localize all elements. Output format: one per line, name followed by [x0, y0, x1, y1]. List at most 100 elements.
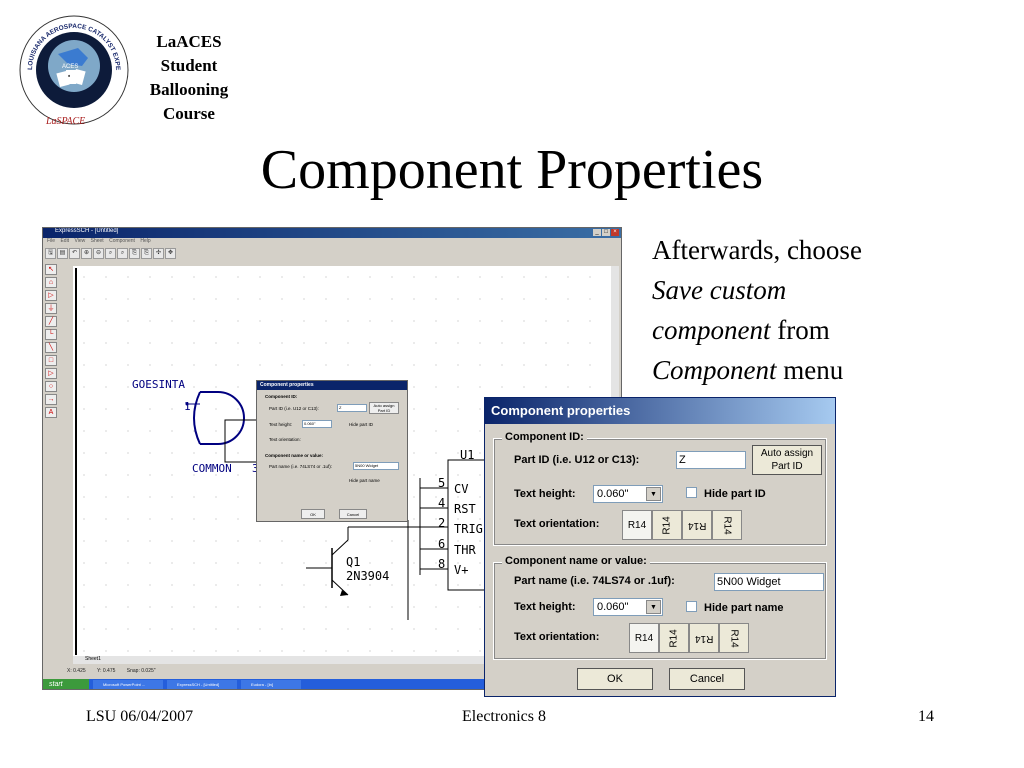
wire-tool-icon[interactable]: └ [45, 329, 57, 340]
text-orientation2-label: Text orientation: [514, 631, 600, 643]
app-menubar: File Edit View Sheet Component Help [43, 238, 621, 247]
component-properties-dialog: Component properties Component ID: Part … [484, 397, 836, 697]
status-y: Y: 0.475 [97, 668, 116, 674]
hide-part-id-checkbox[interactable] [686, 487, 697, 498]
sheet-tab[interactable]: Sheet1 [85, 656, 101, 662]
u1-pin-name-rst: RST [454, 502, 476, 516]
copy-icon[interactable]: ⎘ [129, 248, 140, 259]
task-eudora[interactable]: Eudora - [In] [241, 680, 301, 689]
mini-ok-button[interactable]: OK [301, 509, 325, 519]
text-height2-select[interactable]: 0.060" ▼ [593, 598, 663, 616]
mini-text-height-select[interactable]: 0.060" [302, 420, 332, 428]
menu-view[interactable]: View [74, 238, 86, 244]
select-tool-icon[interactable]: ↖ [45, 264, 57, 275]
orient-90-button[interactable]: R14 [652, 510, 682, 540]
orient2-90-button[interactable]: R14 [659, 623, 689, 653]
mini-cancel-button[interactable]: Cancel [339, 509, 367, 519]
diagonal-tool-icon[interactable]: ╲ [45, 342, 57, 353]
footer-date: LSU 06/04/2007 [86, 708, 194, 725]
instruction-text: Afterwards, choose Save custom component… [652, 230, 982, 390]
paste-icon[interactable]: ⎘ [141, 248, 152, 259]
undo-icon[interactable]: ↶ [69, 248, 80, 259]
hide-part-id-label[interactable]: Hide part ID [704, 488, 766, 500]
zoom-in-icon[interactable]: ⊕ [81, 248, 92, 259]
component-id-group-title: Component ID: [502, 431, 587, 443]
open-icon[interactable]: 🖫 [45, 248, 56, 259]
orient-270-button[interactable]: R14 [712, 510, 742, 540]
mini-part-id-input[interactable]: Z [337, 404, 367, 412]
arrow-tool-icon[interactable]: → [45, 394, 57, 405]
text-tool-icon[interactable]: A [45, 407, 57, 418]
mini-hide-id-label[interactable]: Hide part ID [349, 422, 374, 427]
line-tool-icon[interactable]: ╱ [45, 316, 57, 327]
save-icon[interactable]: ▤ [57, 248, 68, 259]
orient-0-button[interactable]: R14 [622, 510, 652, 540]
zoom-fit-icon[interactable]: ⌕ [117, 248, 128, 259]
rect-tool-icon[interactable]: □ [45, 355, 57, 366]
logo-inner-text: ACES [62, 64, 78, 70]
orient2-270-button[interactable]: R14 [719, 623, 749, 653]
instruction-line-3: component from [652, 315, 830, 345]
text-height2-value: 0.060" [597, 601, 629, 613]
orient2-0-button[interactable]: R14 [629, 623, 659, 653]
orient2-90-label: R14 [668, 628, 680, 648]
maximize-button[interactable]: □ [602, 229, 610, 236]
move-icon[interactable]: ✣ [153, 248, 164, 259]
instruction-line-2: Save custom [652, 275, 787, 305]
mini-hide-name-label[interactable]: Hide part name [349, 478, 380, 483]
mini-part-name-input[interactable]: 5N00 Widget [353, 462, 399, 470]
laspace-logo: ♠ ACES LOUISIANA AEROSPACE CATALYST EXPE… [18, 14, 129, 126]
close-button[interactable]: × [611, 229, 619, 236]
orient-180-label: R14 [687, 519, 707, 531]
minimize-button[interactable]: _ [593, 229, 601, 236]
status-snap[interactable]: Snap: 0.025" [126, 668, 156, 674]
menu-help[interactable]: Help [140, 238, 151, 244]
chevron-down-icon[interactable]: ▼ [646, 487, 661, 501]
circle-tool-icon[interactable]: ○ [45, 381, 57, 392]
ok-button[interactable]: OK [577, 668, 653, 690]
task-expresssch[interactable]: ExpressSCH - [Untitled] [167, 680, 237, 689]
auto-assign-part-id-button[interactable]: Auto assign Part ID [752, 445, 822, 475]
u1-pin-2: 2 [438, 516, 446, 530]
component-id-group: Component ID: Part ID (i.e. U12 or C13):… [493, 431, 827, 546]
mini-auto-assign-button[interactable]: Auto assign Part ID [369, 402, 399, 414]
pan-icon[interactable]: ✥ [165, 248, 176, 259]
menu-edit[interactable]: Edit [60, 238, 70, 244]
text-height-select[interactable]: 0.060" ▼ [593, 485, 663, 503]
component-tool-icon[interactable]: ⌂ [45, 277, 57, 288]
text-orientation-label: Text orientation: [514, 518, 600, 530]
zoom-area-icon[interactable]: ⌕ [105, 248, 116, 259]
dialog-title: Component properties [485, 398, 835, 424]
u1-pin-8: 8 [438, 557, 446, 571]
mini-part-id-label: Part ID (i.e. U12 or C13): [269, 406, 319, 411]
task-powerpoint[interactable]: Microsoft PowerPoint ... [93, 680, 163, 689]
mini-part-name-label: Part name (i.e. 74LS74 or .1uf): [269, 464, 333, 469]
cancel-button[interactable]: Cancel [669, 668, 745, 690]
menu-file[interactable]: File [47, 238, 56, 244]
orient2-180-button[interactable]: R14 [689, 623, 719, 653]
instruction-line-1: Afterwards, choose [652, 235, 862, 265]
u1-pin-6: 6 [438, 537, 446, 551]
u1-pin-name-vplus: V+ [454, 563, 469, 577]
chevron-down-icon[interactable]: ▼ [646, 600, 661, 614]
orient-90-label: R14 [661, 515, 673, 535]
pin-tool-icon[interactable]: ▷ [45, 290, 57, 301]
menu-sheet[interactable]: Sheet [90, 238, 104, 244]
part-name-input[interactable]: 5N00 Widget [714, 573, 824, 591]
svg-text:♠: ♠ [68, 73, 71, 78]
hide-part-name-checkbox[interactable] [686, 601, 697, 612]
part-id-input[interactable]: Z [676, 451, 746, 469]
zoom-out-icon[interactable]: ⊖ [93, 248, 104, 259]
orient-180-button[interactable]: R14 [682, 510, 712, 540]
orient2-0-label: R14 [634, 632, 654, 644]
pin-label-3: 3 [252, 462, 259, 475]
course-line-3: Ballooning [149, 80, 229, 99]
menu-component[interactable]: Component [109, 238, 135, 244]
triangle-tool-icon[interactable]: ▷ [45, 368, 57, 379]
mini-text-height-label: Text height: [269, 422, 293, 427]
mini-group2-title: Component name or value: [265, 453, 324, 458]
start-button[interactable]: start [43, 679, 89, 689]
ground-tool-icon[interactable]: ⏚ [45, 303, 57, 314]
hide-part-name-label[interactable]: Hide part name [704, 602, 784, 614]
